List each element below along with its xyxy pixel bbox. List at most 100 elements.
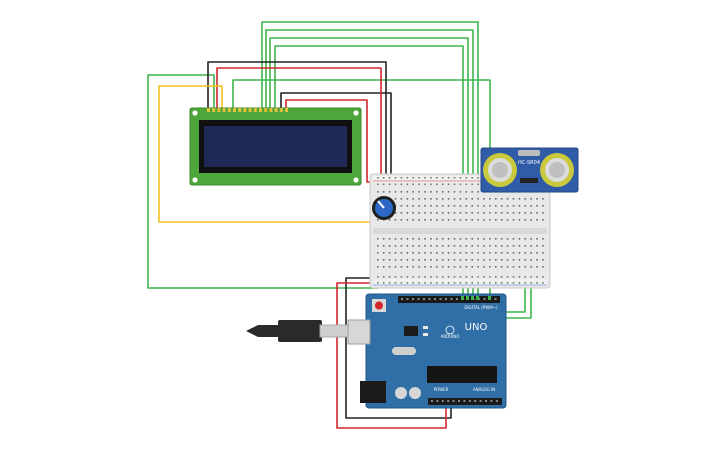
- header-pin: [490, 400, 493, 402]
- hole: [536, 212, 538, 214]
- hole: [483, 219, 485, 221]
- hole: [412, 198, 414, 200]
- lcd-pin: [248, 108, 252, 112]
- hole: [489, 266, 491, 268]
- hole: [406, 183, 409, 186]
- hole: [536, 205, 538, 207]
- hole: [506, 252, 509, 254]
- wire-black-1[interactable]: [207, 61, 387, 178]
- hole: [453, 212, 456, 214]
- header-pin: [495, 400, 498, 402]
- hole: [489, 259, 491, 261]
- hole: [489, 238, 491, 240]
- hole: [400, 276, 403, 278]
- hole: [388, 219, 391, 221]
- hole: [518, 198, 521, 200]
- hole: [483, 266, 485, 268]
- hole: [489, 276, 491, 278]
- hole: [542, 266, 544, 268]
- hole: [542, 219, 544, 221]
- hole: [536, 282, 538, 284]
- hole: [524, 266, 527, 268]
- wire-green-1[interactable]: [261, 21, 479, 298]
- wire-red-1[interactable]: [216, 67, 382, 178]
- hole: [453, 245, 456, 247]
- hole: [388, 177, 391, 179]
- wire-black-2[interactable]: [280, 92, 392, 178]
- hole: [518, 276, 521, 278]
- header-pin: [494, 298, 497, 300]
- hole: [453, 183, 456, 186]
- hole: [495, 282, 497, 284]
- hole: [418, 205, 420, 207]
- arduino-infinity-icon: [445, 325, 455, 335]
- hole: [500, 219, 503, 221]
- wire-green-2[interactable]: [265, 29, 474, 298]
- lcd-pin: [222, 108, 226, 112]
- header-pin: [447, 400, 450, 402]
- hole: [495, 245, 497, 247]
- hole: [377, 245, 379, 247]
- hole: [430, 198, 432, 200]
- lcd-display[interactable]: [189, 107, 362, 186]
- hole: [489, 282, 491, 284]
- hole: [518, 205, 521, 207]
- hole: [465, 282, 468, 284]
- hole: [453, 191, 456, 193]
- hole: [506, 259, 509, 261]
- hole: [441, 183, 444, 186]
- hole: [506, 212, 509, 214]
- hole: [424, 191, 426, 193]
- hole: [394, 276, 397, 278]
- hole: [436, 177, 438, 179]
- hole: [512, 205, 515, 207]
- hole: [524, 245, 527, 247]
- wire-green-4[interactable]: [274, 45, 464, 298]
- potentiometer[interactable]: [372, 196, 396, 220]
- hole: [471, 212, 473, 214]
- hole: [441, 266, 444, 268]
- hole: [524, 212, 527, 214]
- hole: [406, 191, 409, 193]
- wire-power-red[interactable]: [336, 282, 447, 429]
- hole: [471, 276, 473, 278]
- hole: [530, 219, 532, 221]
- hole: [447, 177, 450, 179]
- hole: [471, 252, 473, 254]
- hole: [453, 282, 456, 284]
- wire-yellow[interactable]: [158, 85, 383, 223]
- hole: [394, 219, 397, 221]
- hole: [441, 219, 444, 221]
- lcd-pin: [238, 108, 242, 112]
- hole: [483, 238, 485, 240]
- hole: [377, 191, 379, 193]
- hole: [424, 245, 426, 247]
- hole: [518, 266, 521, 268]
- hole: [459, 245, 462, 247]
- arduino-uno[interactable]: DIGITAL (PWM~) UNO ARDUINO POWER ANALOG …: [347, 293, 507, 409]
- hole: [465, 198, 468, 200]
- hole: [406, 198, 409, 200]
- hole: [512, 212, 515, 214]
- header-pin: [445, 298, 447, 300]
- hole: [542, 198, 544, 200]
- lcd-pin: [264, 108, 268, 112]
- hole: [500, 276, 503, 278]
- hole: [524, 238, 527, 240]
- wire-endpoints: [461, 296, 491, 300]
- hole: [465, 252, 468, 254]
- hole: [453, 238, 456, 240]
- hole: [495, 238, 497, 240]
- wire-green-3[interactable]: [269, 37, 469, 298]
- hole: [459, 276, 462, 278]
- hole: [441, 238, 444, 240]
- hole: [465, 219, 468, 221]
- hole: [382, 191, 385, 193]
- hole: [542, 245, 544, 247]
- usb-plug-icon[interactable]: [246, 320, 351, 342]
- hole: [406, 212, 409, 214]
- hole: [424, 259, 426, 261]
- ultrasonic-sensor[interactable]: HC-SR04: [480, 147, 579, 193]
- wire-power-black[interactable]: [345, 277, 452, 419]
